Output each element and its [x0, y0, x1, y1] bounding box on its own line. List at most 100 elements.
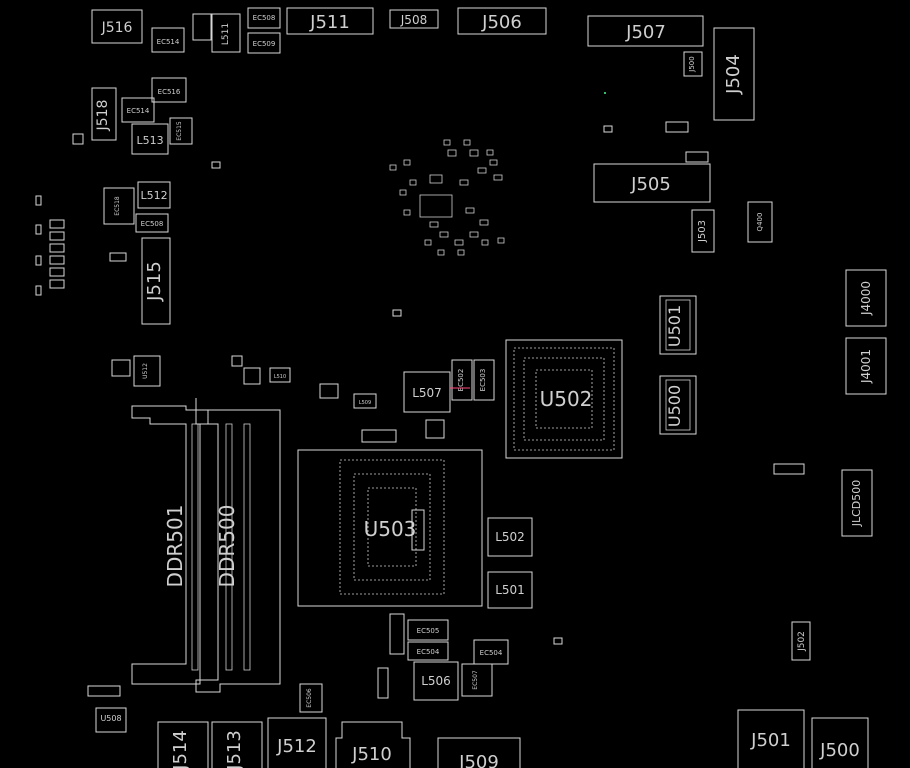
inductor-l513[interactable]: L513: [131, 123, 169, 155]
inductor-l502[interactable]: L502: [487, 517, 533, 557]
part-l507-below: [425, 419, 445, 439]
j512-label: J512: [276, 736, 317, 757]
u512[interactable]: U512: [133, 355, 161, 387]
ec514-top-label: EC514: [157, 38, 180, 46]
connector-j507[interactable]: J507: [587, 15, 704, 47]
inductor-l507[interactable]: L507: [403, 371, 451, 413]
connector-j4001[interactable]: J4001: [845, 337, 887, 395]
cap-554: [553, 637, 563, 645]
ddr-slot-501[interactable]: DDR501: [131, 405, 209, 685]
left-edge-parts: [35, 133, 127, 296]
part-88: [87, 685, 121, 697]
ec514-top[interactable]: [151, 27, 185, 53]
j504-label: J504: [723, 54, 744, 95]
ec508-top[interactable]: [247, 7, 281, 29]
j508-label: J508: [400, 13, 427, 27]
ec515[interactable]: [169, 117, 193, 145]
ec502[interactable]: [451, 359, 473, 401]
connector-j500[interactable]: J500: [811, 717, 869, 768]
part-top-a: [192, 13, 212, 41]
connector-j505[interactable]: J505: [593, 163, 711, 203]
ec505[interactable]: [407, 619, 449, 641]
connector-j514[interactable]: J514: [157, 721, 209, 768]
connector-j503[interactable]: J503: [691, 209, 715, 253]
j515-label: J515: [144, 261, 165, 302]
l502-label: L502: [495, 530, 525, 544]
connector-j4000[interactable]: J4000: [845, 269, 887, 327]
ec515-label: EC515: [176, 121, 183, 141]
chip-u502[interactable]: U502: [505, 339, 623, 459]
ec504-right-label: EC504: [480, 649, 503, 657]
inductor-l509[interactable]: L509: [353, 393, 377, 409]
ec503-label: EC503: [479, 369, 487, 392]
connector-j516[interactable]: J516: [91, 9, 143, 44]
part-362: [361, 429, 397, 443]
j4001-label: J4001: [859, 349, 873, 384]
connector-j518[interactable]: J518: [91, 87, 117, 141]
connector-j508[interactable]: J508: [389, 9, 439, 29]
l509-label: L509: [359, 400, 371, 406]
j518-label: J518: [95, 100, 111, 132]
connector-j511[interactable]: J511: [286, 7, 374, 35]
ec508[interactable]: [135, 213, 169, 233]
ec509-top-label: EC509: [253, 40, 276, 48]
connector-j515[interactable]: J515: [141, 237, 171, 325]
cpu-u503[interactable]: U503: [297, 449, 483, 607]
inductor-l511[interactable]: L511: [211, 13, 241, 53]
part-j505-top: [685, 151, 709, 163]
connector-j509[interactable]: J509: [437, 737, 521, 768]
part-near-j504: [683, 51, 703, 77]
j509-label: J509: [458, 752, 499, 768]
inductor-l512[interactable]: L512: [137, 181, 171, 209]
ddr-slot-500[interactable]: DDR500: [195, 398, 281, 693]
cap-cluster: [389, 139, 505, 256]
connector-j510[interactable]: J510: [335, 721, 411, 768]
cap-212: [211, 161, 221, 169]
l510-label: L510: [274, 374, 286, 380]
j503-label: J503: [697, 220, 708, 243]
l513-label: L513: [136, 134, 163, 147]
inductor-l506[interactable]: L506: [413, 661, 459, 701]
marker-dot: [604, 92, 606, 94]
l507-label: L507: [412, 386, 442, 400]
ec507[interactable]: [461, 663, 493, 697]
transistor-q400[interactable]: Q400: [747, 201, 773, 243]
ec516[interactable]: [151, 77, 187, 103]
ec-small-j504: [665, 121, 689, 133]
connector-j501[interactable]: J501: [737, 709, 805, 768]
part-112: [111, 359, 131, 377]
connector-jlcd500[interactable]: JLCD500: [841, 469, 873, 537]
ec506[interactable]: [299, 683, 323, 713]
l512-label: L512: [140, 189, 167, 202]
ec503[interactable]: [473, 359, 495, 401]
part-390: [389, 613, 405, 655]
ec514[interactable]: [121, 97, 155, 123]
part-244: [243, 367, 261, 385]
ec518[interactable]: [103, 187, 135, 225]
inductor-l501[interactable]: L501: [487, 571, 533, 609]
j507-label: J507: [625, 22, 666, 43]
part-near-jlcd: [773, 463, 805, 475]
connector-j512[interactable]: J512: [267, 717, 327, 768]
j505-label: J505: [630, 174, 671, 195]
ec509-top[interactable]: [247, 32, 281, 54]
chip-u500[interactable]: U500: [659, 375, 697, 435]
l501-label: L501: [495, 583, 525, 597]
connector-j502[interactable]: J502: [791, 621, 811, 661]
u503-inner-parts: [411, 509, 425, 551]
inductor-l510[interactable]: L510: [269, 367, 291, 383]
u508[interactable]: U508: [95, 707, 127, 733]
ec508-top-label: EC508: [253, 14, 276, 22]
connector-j513[interactable]: J513: [211, 721, 263, 768]
ddr501-label: DDR501: [163, 505, 187, 588]
connector-j504[interactable]: J504: [713, 27, 755, 121]
connector-j506[interactable]: J506: [457, 7, 547, 35]
part-320: [319, 383, 339, 399]
ec504[interactable]: [407, 641, 449, 661]
ec502-label: EC502: [457, 369, 465, 392]
chip-u501[interactable]: U501: [659, 295, 697, 355]
j501-label: J501: [750, 730, 791, 751]
q400-label: Q400: [756, 213, 764, 232]
ec516-label: EC516: [158, 88, 181, 96]
j510-label: J510: [351, 744, 392, 765]
